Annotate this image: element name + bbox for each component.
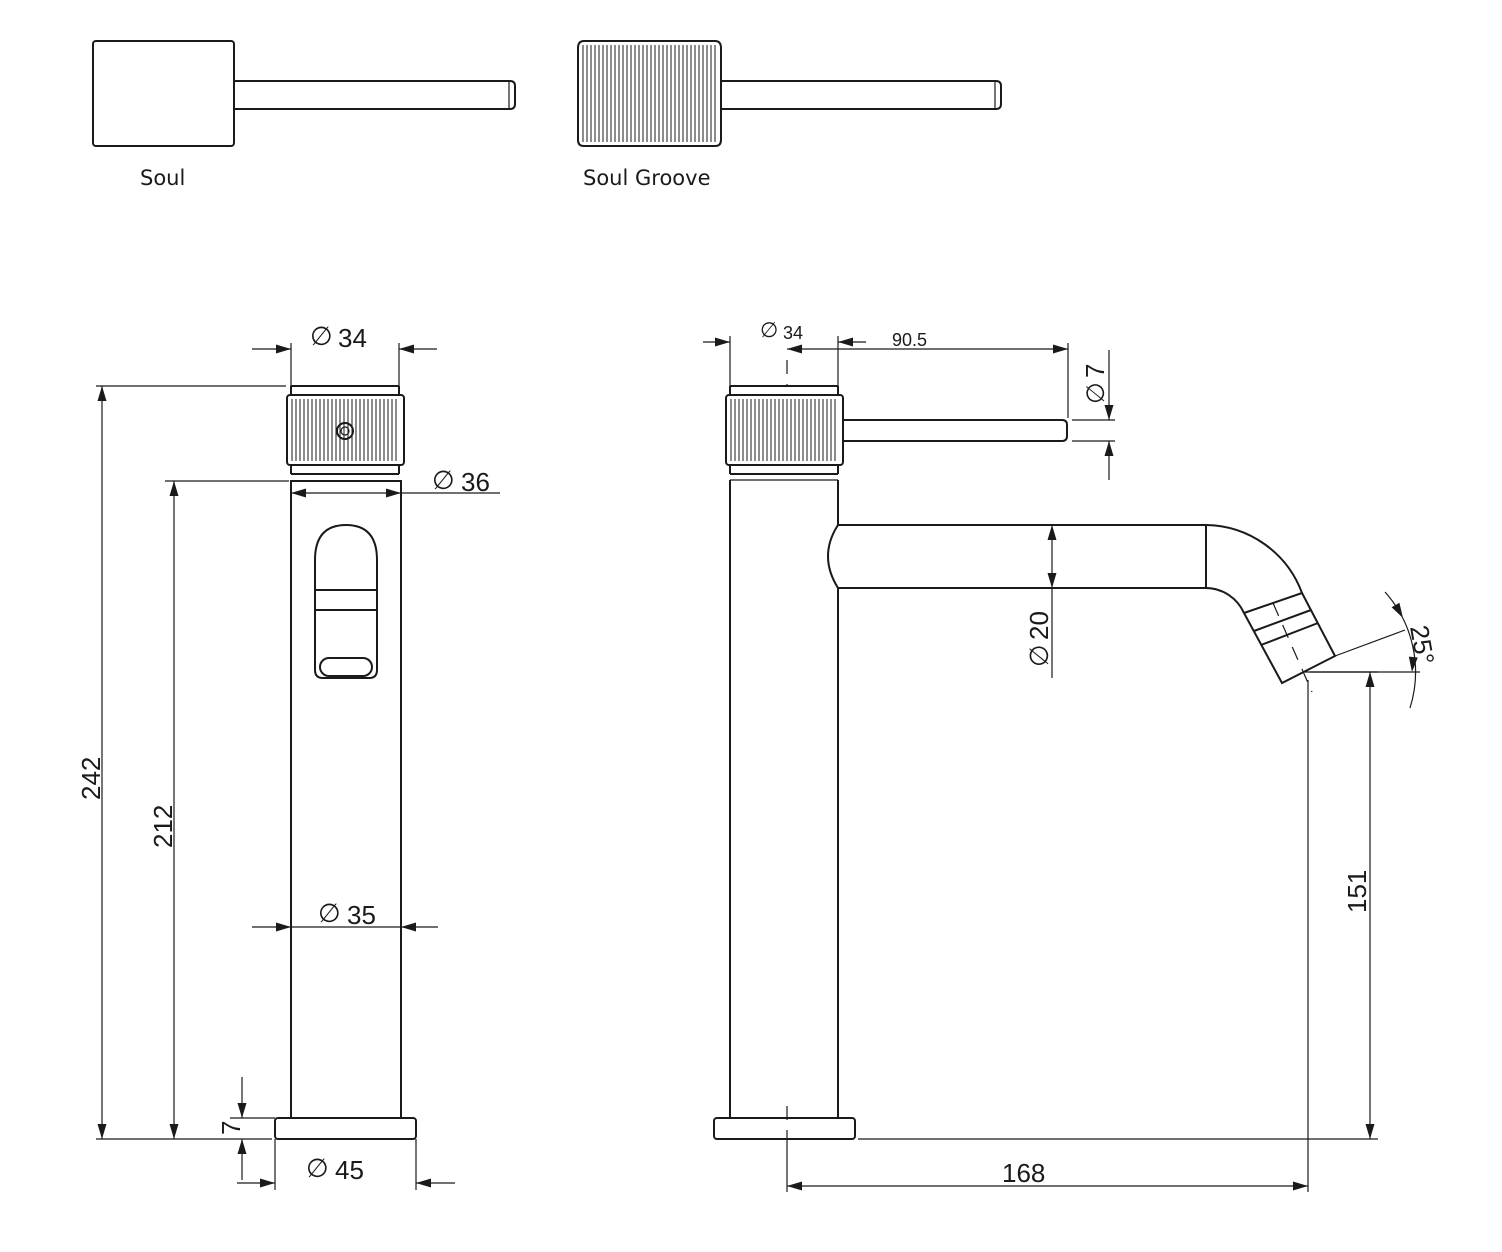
front-base-diameter: 45 xyxy=(335,1155,364,1185)
side-handle-diameter: 34 xyxy=(783,323,803,343)
front-total-height: 242 xyxy=(76,757,106,800)
diameter-symbol: ∅ xyxy=(760,318,778,342)
front-base-height: 7 xyxy=(216,1121,246,1135)
front-body-height: 212 xyxy=(148,805,178,848)
diameter-symbol: ∅ xyxy=(318,899,341,929)
soul-groove-handle xyxy=(577,40,1002,147)
side-view-tap xyxy=(713,360,1337,1140)
side-spout-diameter: 20 xyxy=(1024,611,1054,640)
diameter-symbol: ∅ xyxy=(1081,382,1110,404)
side-view-dimension-labels: ∅ 34 90.5 ∅ 7 ∅ 20 25° 151 168 xyxy=(760,318,1440,1188)
soul-label: Soul xyxy=(140,166,185,190)
diameter-symbol: ∅ xyxy=(306,1154,329,1184)
front-view-dimensions xyxy=(96,343,500,1190)
diameter-symbol: ∅ xyxy=(1025,644,1055,667)
front-view-dimension-labels: ∅ 34 ∅ 36 242 212 ∅ 35 7 ∅ 45 xyxy=(76,322,490,1185)
diameter-symbol: ∅ xyxy=(310,322,333,352)
front-view-tap xyxy=(274,385,417,1140)
side-lever-length: 90.5 xyxy=(892,330,927,350)
diameter-symbol: ∅ xyxy=(432,466,455,496)
side-lever-diameter: 7 xyxy=(1080,364,1110,378)
front-handle-diameter: 34 xyxy=(338,323,367,353)
side-aerator-angle: 25° xyxy=(1404,623,1440,667)
soul-groove-label: Soul Groove xyxy=(583,166,711,190)
side-outlet-height: 151 xyxy=(1342,870,1372,913)
front-body-top-diameter: 36 xyxy=(461,467,490,497)
side-view-dimensions xyxy=(703,336,1420,1192)
front-body-diameter: 35 xyxy=(347,900,376,930)
side-spout-reach: 168 xyxy=(1002,1158,1045,1188)
soul-handle xyxy=(92,40,516,147)
